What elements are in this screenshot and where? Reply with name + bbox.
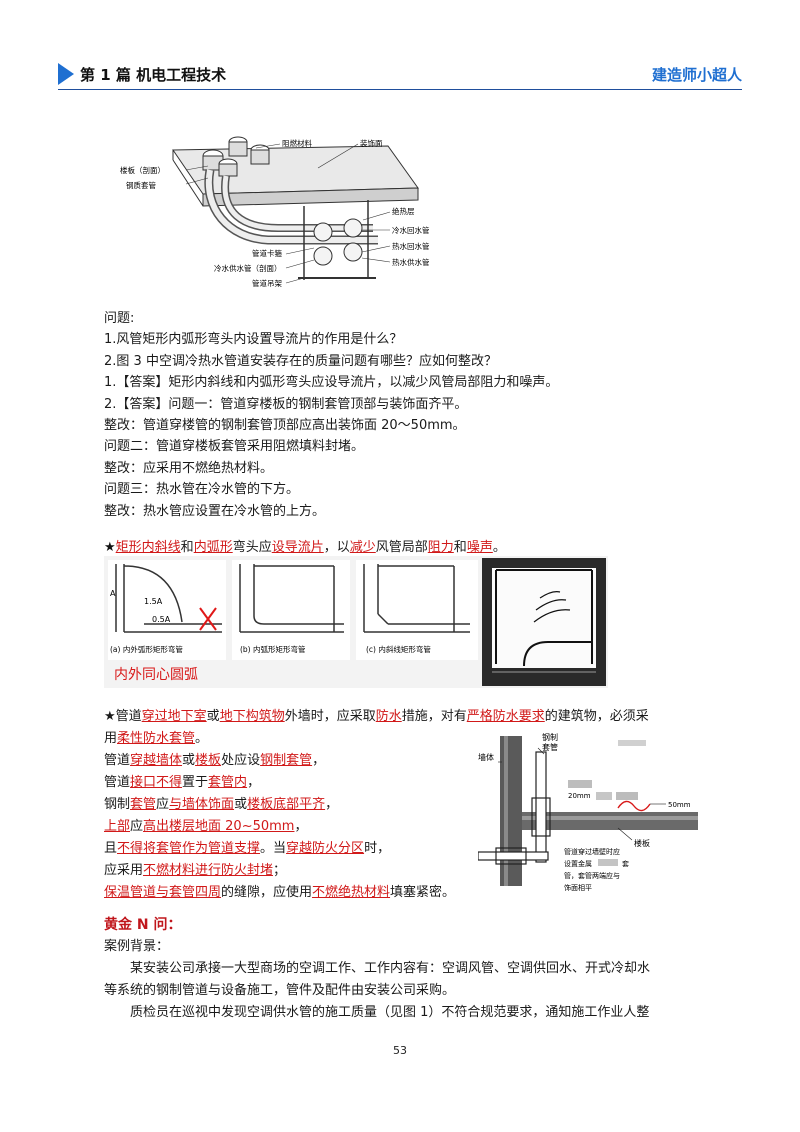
qa-line: 1.风管矩形内弧形弯头内设置导流片的作用是什么？ — [104, 332, 403, 348]
note-line-1: 管道穿过墙壁时应 — [564, 847, 620, 856]
qa-line: 问题: — [104, 311, 135, 326]
caption-a: (a) 内外弧形矩形弯管 — [110, 644, 183, 654]
qa-line: 整改：应采用不燃绝热材料。 — [104, 460, 274, 476]
page-header: 第 1 篇 机电工程技术 建造师小超人 — [58, 60, 742, 90]
label-50mm: 50mm — [668, 801, 691, 809]
key-point-sleeve: ★管道穿过地下室或地下构筑物外墙时，应采取防水措施，对有严格防水要求的建筑物，必… — [104, 706, 704, 904]
note-line-3: 套 — [622, 859, 629, 868]
sleeve-line-3: 管道穿越墙体或楼板处应设钢制套管， — [104, 753, 326, 768]
label-steel: 钢制 — [542, 732, 558, 742]
label-louban: 楼板（剖面） — [120, 165, 165, 175]
qa-line: 整改：热水管应设置在冷水管的上方。 — [104, 503, 326, 519]
note-line-2: 设置金属 — [564, 859, 592, 868]
note-line-4: 管，套管两端应与 — [564, 871, 620, 880]
case-paragraph-1a: 某安装公司承接一大型商场的空调工作、工作内容有：空调风管、空调供回水、开式冷却水 — [130, 961, 651, 976]
label-wall: 墙体 — [478, 752, 494, 762]
author-brand: 建造师小超人 — [651, 66, 742, 84]
qa-section: 问题: 1.风管矩形内弧形弯头内设置导流片的作用是什么？ 2.图 3 中空调冷热… — [104, 308, 704, 522]
case-paragraph-1b: 等系统的钢制管道与设备施工，管件及配件由安装公司采购。 — [104, 983, 456, 998]
label-sleeve: 套管 — [542, 742, 558, 752]
star-icon: ★ — [104, 540, 116, 555]
sleeve-line-2: 用柔性防水套管。 — [104, 731, 209, 746]
label-lengshuihui: 冷水回水管 — [392, 225, 430, 235]
page-number: 53 — [393, 1044, 407, 1057]
figure-sleeve-wall-slab: 墙体 钢制 套管 20mm 50mm 楼板 管道穿过墙壁时应 设置金属 套 管，… — [478, 732, 700, 894]
label-reshuigong: 热水供水管 — [392, 257, 430, 267]
qa-line: 问题三：热水管在冷水管的下方。 — [104, 482, 300, 498]
dim-15a-label: 1.5A — [144, 597, 163, 606]
label-guandaodiao: 管道吊架 — [252, 278, 282, 288]
case-paragraph-2: 质检员在巡视中发现空调供水管的施工质量（见图 1）不符合规范要求，通知施工作业人… — [130, 1005, 650, 1020]
sleeve-line-6: 上部应高出楼层地面 20~50mm， — [104, 819, 308, 834]
qa-line: 2.【答案】问题一：管道穿楼板的钢制套管顶部与装饰面齐平。 — [104, 396, 468, 412]
qa-line: 问题二：管道穿楼板套管采用阻燃填料封堵。 — [104, 439, 365, 455]
sleeve-line-9: 保温管道与套管四周的缝隙，应使用不燃绝热材料填塞紧密。 — [104, 885, 456, 900]
dim-a-label: A — [110, 589, 116, 598]
header-triangle-icon — [58, 63, 74, 85]
sleeve-line-4: 管道接口不得置于套管内， — [104, 775, 261, 790]
qa-line: 整改：管道穿楼管的钢制套管顶部应高出装饰面 20～50mm。 — [104, 418, 466, 434]
label-reshuihui: 热水回水管 — [392, 241, 430, 251]
banner-concentric-arc: 内外同心圆弧 — [114, 667, 198, 683]
caption-c: (c) 内斜线矩形弯管 — [366, 644, 431, 654]
label-gangzhi: 钢质套管 — [126, 180, 156, 190]
qa-line: 1.【答案】矩形内斜线和内弧形弯头应设导流片，以减少风管局部阻力和噪声。 — [104, 375, 559, 391]
sleeve-line-5: 钢制套管应与墙体饰面或楼板底部平齐， — [104, 797, 339, 812]
label-guandaoka: 管道卡箍 — [252, 248, 282, 258]
chapter-title: 第 1 篇 机电工程技术 — [80, 66, 227, 84]
sleeve-line-8: 应采用不燃材料进行防火封堵； — [104, 863, 287, 878]
qa-line: 2.图 3 中空调冷热水管道安装存在的质量问题有哪些？应如何整改？ — [104, 353, 497, 369]
caption-b: (b) 内弧形矩形弯管 — [240, 644, 306, 654]
label-zhuangshi: 装饰面 — [360, 138, 383, 148]
label-lengshuigong: 冷水供水管（剖面） — [214, 263, 282, 273]
label-20mm: 20mm — [568, 792, 591, 800]
note-line-5: 饰面相平 — [564, 883, 592, 892]
dim-05a-label: 0.5A — [152, 615, 171, 624]
key-point-deflector: ★矩形内斜线和内弧形弯头应设导流片，以减少风管局部阻力和噪声。 — [104, 540, 506, 555]
section-title: 黄金 N 问： — [104, 917, 182, 933]
label-zuran: 阻燃材料 — [282, 138, 312, 148]
sleeve-line-7: 且不得将套管作为管道支撑。当穿越防火分区时， — [104, 841, 391, 856]
label-jueredeng: 绝热层 — [392, 206, 415, 216]
sleeve-line-1: ★管道穿过地下室或地下构筑物外墙时，应采取防水措施，对有严格防水要求的建筑物，必… — [104, 709, 649, 724]
case-background-label: 案例背景： — [104, 939, 170, 954]
figure-rectangular-elbows: A 1.5A 0.5A (a) 内外弧形矩形弯管 (b) 内弧形矩形弯管 (c)… — [104, 556, 608, 688]
case-section: 黄金 N 问： 案例背景： 某安装公司承接一大型商场的空调工作、工作内容有：空调… — [104, 914, 704, 1024]
figure-pipe-through-slab: 楼板（剖面） 钢质套管 阻燃材料 装饰面 绝热层 冷水回水管 热水回水管 热水供… — [120, 136, 430, 288]
label-slab: 楼板 — [634, 838, 650, 848]
